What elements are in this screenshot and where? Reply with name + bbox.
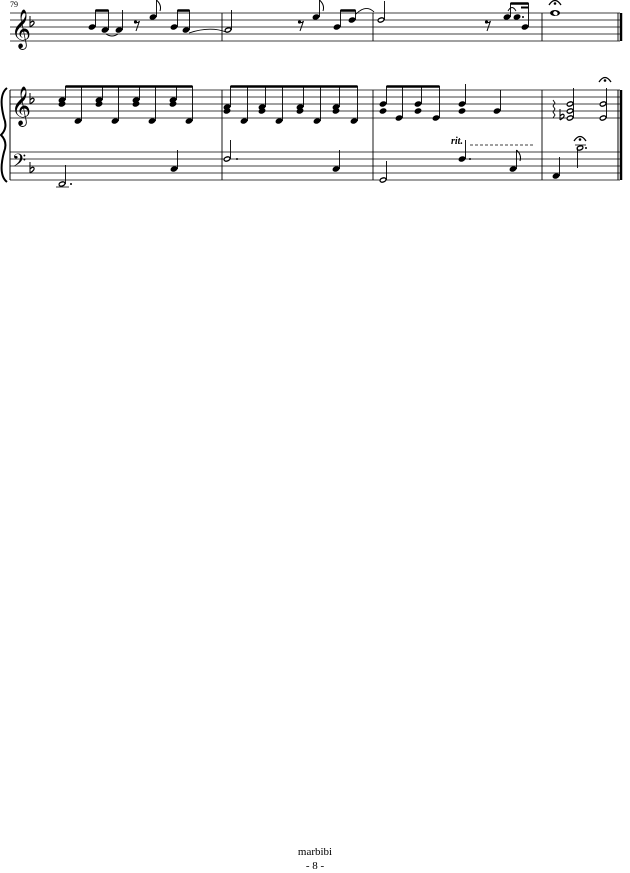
- treble-clef-icon: 𝄞: [11, 86, 31, 127]
- voice-staff: 𝄞: [10, 0, 623, 50]
- piano-bass-staff: 𝄢: [10, 135, 620, 188]
- fermata-icon: [573, 135, 587, 142]
- treble-clef-icon: 𝄞: [11, 9, 31, 50]
- footer-page-number: - 8 -: [305, 860, 325, 872]
- key-flat-icon: [29, 161, 35, 174]
- eighth-rest-icon: [133, 19, 140, 32]
- footer-name: marbibi: [297, 846, 333, 858]
- ritardando-marking: rit.: [451, 136, 463, 147]
- fermata-icon: [598, 76, 612, 83]
- bass-clef-icon: 𝄢: [12, 151, 26, 176]
- piano-treble-staff: 𝄞: [10, 76, 620, 127]
- grand-staff-brace-icon: [0, 87, 8, 183]
- measure-number: 79: [10, 0, 18, 9]
- fermata-icon: [548, 0, 562, 6]
